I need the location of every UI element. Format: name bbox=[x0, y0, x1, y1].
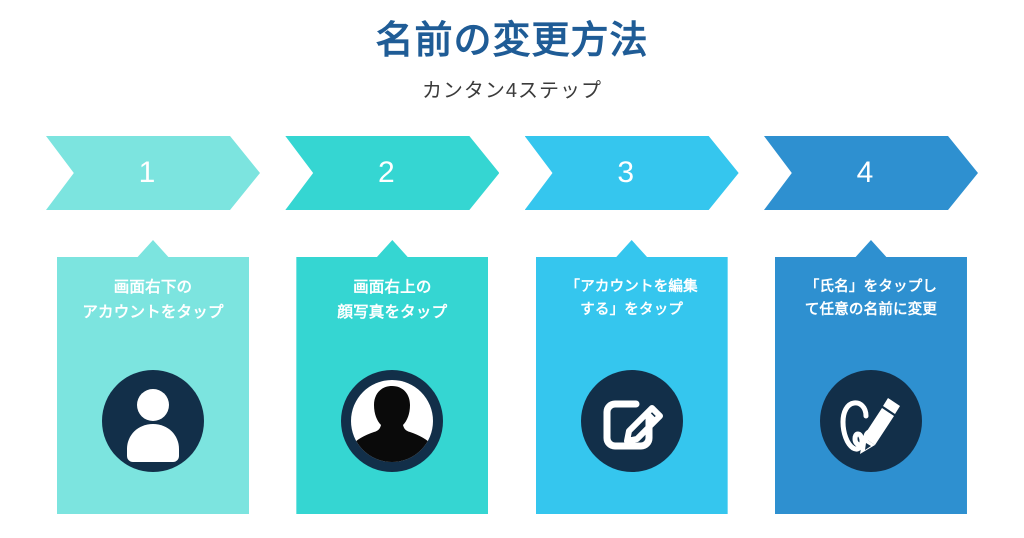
profile-photo-icon bbox=[341, 370, 444, 472]
step-3-chevron: 3 bbox=[524, 136, 739, 210]
step-2-card: 画面右上の 顔写真をタップ bbox=[296, 240, 489, 514]
step-4-label: 「氏名」をタップし て任意の名前に変更 bbox=[804, 279, 938, 319]
step-1-label: 画面右下の アカウントをタップ bbox=[82, 279, 224, 321]
steps-row: 1 画面右下の アカウントをタップ 2 画面右上の 顔写真をタップ bbox=[46, 136, 978, 516]
step-2-label: 画面右上の 顔写真をタップ bbox=[337, 279, 448, 321]
step-3-number: 3 bbox=[617, 156, 634, 189]
user-icon bbox=[102, 370, 204, 472]
edit-square-pencil-icon bbox=[580, 370, 683, 472]
page-title: 名前の変更方法 bbox=[375, 20, 649, 62]
step-3: 3 「アカウントを編集 する」をタップ bbox=[524, 136, 739, 516]
step-2-chevron: 2 bbox=[285, 136, 500, 210]
step-1: 1 画面右下の アカウントをタップ bbox=[46, 136, 260, 516]
step-2: 2 画面右上の 顔写真をタップ bbox=[285, 136, 500, 516]
step-1-number: 1 bbox=[138, 156, 156, 189]
step-4-card: 「氏名」をタップし て任意の名前に変更 bbox=[774, 240, 967, 514]
step-2-number: 2 bbox=[377, 156, 395, 189]
step-4-chevron: 4 bbox=[763, 136, 978, 210]
step-1-chevron: 1 bbox=[46, 136, 260, 210]
step-1-card: 画面右下の アカウントをタップ bbox=[57, 240, 249, 514]
step-3-label: 「アカウントを編集 する」をタップ bbox=[565, 279, 698, 319]
step-4: 4 「氏名」をタップし て任意の名前に変更 bbox=[763, 136, 978, 516]
page-subtitle: カンタン4ステップ bbox=[421, 79, 603, 102]
header: 名前の変更方法 カンタン4ステップ bbox=[0, 0, 1024, 103]
step-3-card: 「アカウントを編集 する」をタップ bbox=[535, 240, 728, 514]
signature-pen-icon bbox=[819, 370, 922, 472]
step-4-number: 4 bbox=[856, 156, 874, 189]
